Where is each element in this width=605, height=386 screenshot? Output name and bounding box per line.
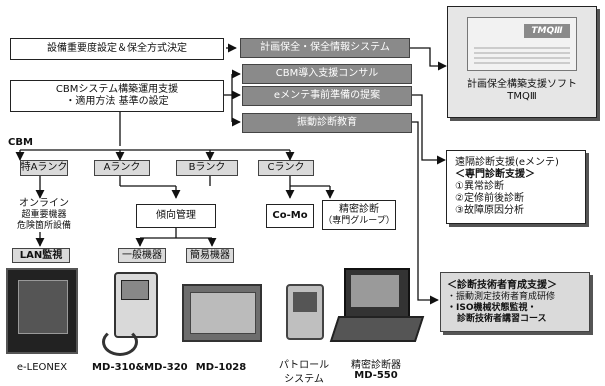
remote-item1: ①異常診断 (455, 181, 504, 192)
rank-a: Aランク (94, 160, 150, 176)
md-550-display (351, 275, 399, 307)
software-screen-logo: TMQⅢ (524, 24, 570, 38)
patrol-device-screen (293, 292, 317, 312)
md-550-keyboard (329, 316, 425, 342)
proposal-label: eメンテ事前準備の提案 (273, 90, 381, 101)
md-310-image (100, 268, 174, 356)
caption-md-550-1: 精密診断器 (351, 360, 401, 371)
md-310-cable (102, 328, 138, 356)
rank-c: Cランク (258, 160, 314, 176)
general-box: 一般機器 (118, 248, 166, 263)
rank-a-label: Aランク (103, 162, 141, 173)
trend-label: 傾向管理 (156, 210, 196, 221)
caption-md-310: MD-310&MD-320 (92, 362, 188, 373)
software-screen: TMQⅢ (467, 17, 577, 71)
md-1028-inner (190, 292, 256, 334)
training-item1: ・振動測定技術者育成研修 (447, 291, 556, 302)
plan-system-label: 計画保全・保全情報システム (260, 42, 390, 53)
software-label-2: TMQⅢ (507, 91, 537, 102)
caption-patrol-1: パトロール (278, 360, 330, 371)
md-550-screen (344, 268, 410, 318)
education-label: 振動診断教育 (297, 117, 357, 128)
md-310-body (114, 272, 158, 338)
como-label: Co-Mo (272, 210, 308, 221)
cbm-support-line2: ・適用方法 基準の設定 (65, 96, 169, 107)
rank-special-a: 特Aランク (20, 160, 68, 176)
caption-e-leonex: e-LEONEX (16, 362, 68, 373)
consult-label: CBM導入支援コンサル (275, 68, 379, 79)
remote-item3: ③故障原因分析 (455, 205, 524, 216)
rank-b: Bランク (176, 160, 238, 176)
trend-box: 傾向管理 (136, 204, 216, 228)
policy-label: 設備重要度設定＆保全方式決定 (47, 43, 187, 54)
cbm-support-box: CBMシステム構築運用支援 ・適用方法 基準の設定 (10, 80, 224, 112)
e-leonex-image (6, 268, 78, 354)
rank-b-label: Bランク (188, 162, 226, 173)
precision-sub: （専門グループ） (323, 215, 395, 226)
remote-title: 遠隔診断支援(eメンテ) (455, 157, 559, 168)
proposal-box: eメンテ事前準備の提案 (242, 86, 412, 106)
policy-box: 設備重要度設定＆保全方式決定 (10, 38, 224, 60)
software-panel: TMQⅢ 計画保全構築支援ソフト TMQⅢ (447, 6, 597, 118)
md-310-screen (121, 280, 149, 300)
software-label-1: 計画保全構築支援ソフト (467, 79, 577, 90)
lan-box: LAN監視 (12, 248, 70, 263)
simple-box: 簡易機器 (186, 248, 234, 263)
online-title: オンライン (19, 198, 69, 209)
plan-system-box: 計画保全・保全情報システム (240, 38, 410, 58)
software-screen-content (474, 46, 570, 64)
cbm-support-line1: CBMシステム構築運用支援 (55, 84, 179, 95)
online-sub1: 超重要機器 (21, 210, 67, 220)
rank-c-label: Cランク (267, 162, 305, 173)
training-title: ＜診断技術者育成支援＞ (447, 279, 557, 291)
online-sub2: 危険箇所設備 (16, 221, 71, 231)
e-leonex-panel (18, 280, 68, 334)
consult-box: CBM導入支援コンサル (242, 64, 412, 84)
caption-md-1028: MD-1028 (195, 362, 247, 373)
lan-label: LAN監視 (19, 249, 63, 261)
online-group: オンライン 超重要機器 危険箇所設備 (2, 198, 86, 232)
general-label: 一般機器 (122, 249, 162, 261)
patrol-device-image (286, 284, 324, 340)
education-box: 振動診断教育 (242, 113, 412, 133)
training-box: ＜診断技術者育成支援＞ ・振動測定技術者育成研修 ・ISO機械状態監視・ 診断技… (440, 272, 590, 332)
precision-title: 精密診断 (339, 203, 379, 215)
caption-patrol-2: システム (284, 374, 324, 385)
training-item3: 診断技術者講習コース (457, 313, 547, 324)
precision-box: 精密診断 （専門グループ） (322, 200, 396, 230)
training-item2: ・ISO機械状態監視・ (447, 302, 537, 313)
rank-special-a-label: 特Aランク (20, 162, 68, 173)
remote-box: 遠隔診断支援(eメンテ) ＜専門診断支援＞ ①異常診断 ②定修前後診断 ③故障原… (446, 150, 586, 224)
md-550-image (329, 268, 425, 350)
remote-subtitle: ＜専門診断支援＞ (455, 169, 535, 180)
cbm-label: CBM (8, 137, 33, 148)
md-1028-image (182, 284, 262, 342)
caption-md-550-2: MD-550 (354, 370, 398, 381)
simple-label: 簡易機器 (190, 249, 230, 261)
como-box: Co-Mo (266, 204, 314, 228)
remote-item2: ②定修前後診断 (455, 193, 524, 204)
